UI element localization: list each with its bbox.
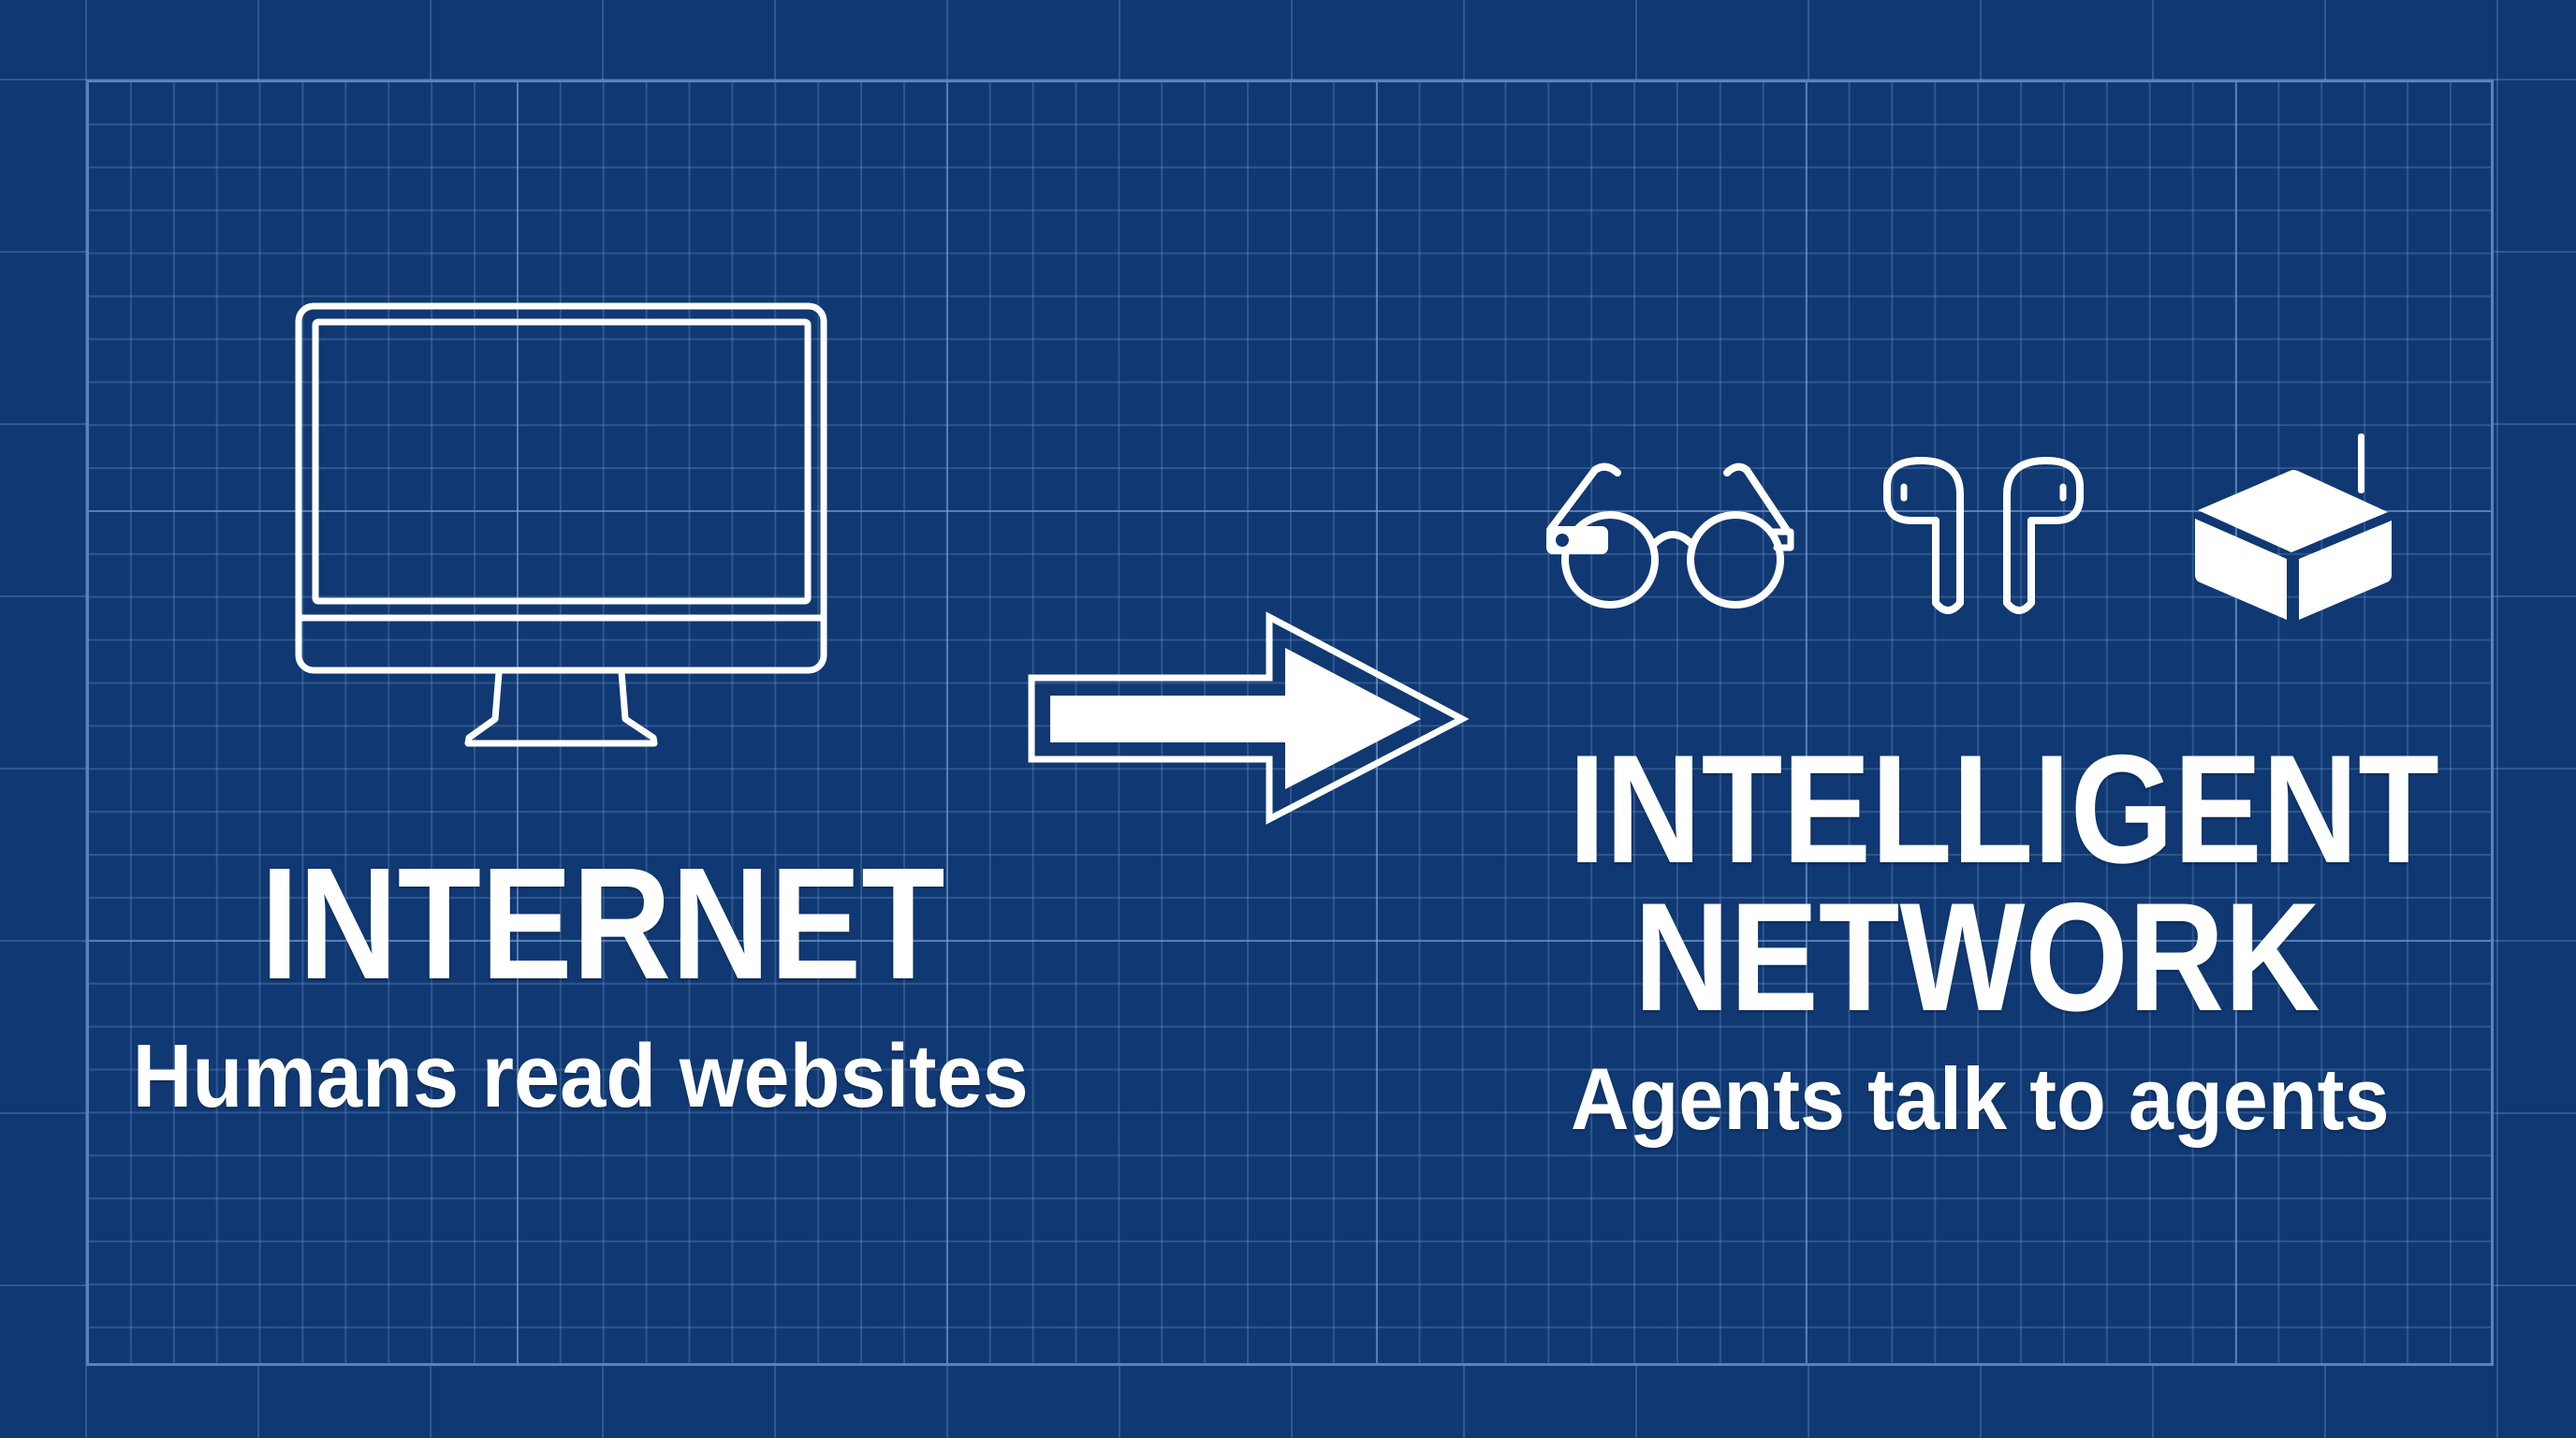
internet-title-text: INTERNET bbox=[260, 835, 945, 1013]
internet-subtitle-text: Humans read websites bbox=[132, 1026, 1029, 1126]
internet-title: INTERNET bbox=[205, 844, 945, 1004]
intelligent-title-text: INTELLIGENT bbox=[1568, 723, 2439, 895]
agents-subtitle-text: Agents talk to agents bbox=[1571, 1049, 2390, 1148]
smart-hub-box-icon bbox=[2195, 433, 2392, 620]
internet-subtitle: Humans read websites bbox=[94, 1032, 1029, 1122]
intelligent-network-title-line2: NETWORK bbox=[1498, 880, 2457, 1034]
wireless-earbuds-icon bbox=[1883, 457, 2084, 614]
intelligent-network-title-line1: INTELLIGENT bbox=[1498, 732, 2457, 887]
smart-glasses-icon bbox=[1546, 462, 1794, 609]
network-title-text: NETWORK bbox=[1633, 871, 2321, 1043]
intelligent-network-subtitle: Agents talk to agents bbox=[1535, 1055, 2420, 1143]
right-arrow-icon bbox=[1028, 611, 1470, 825]
desktop-monitor-icon bbox=[295, 302, 827, 747]
